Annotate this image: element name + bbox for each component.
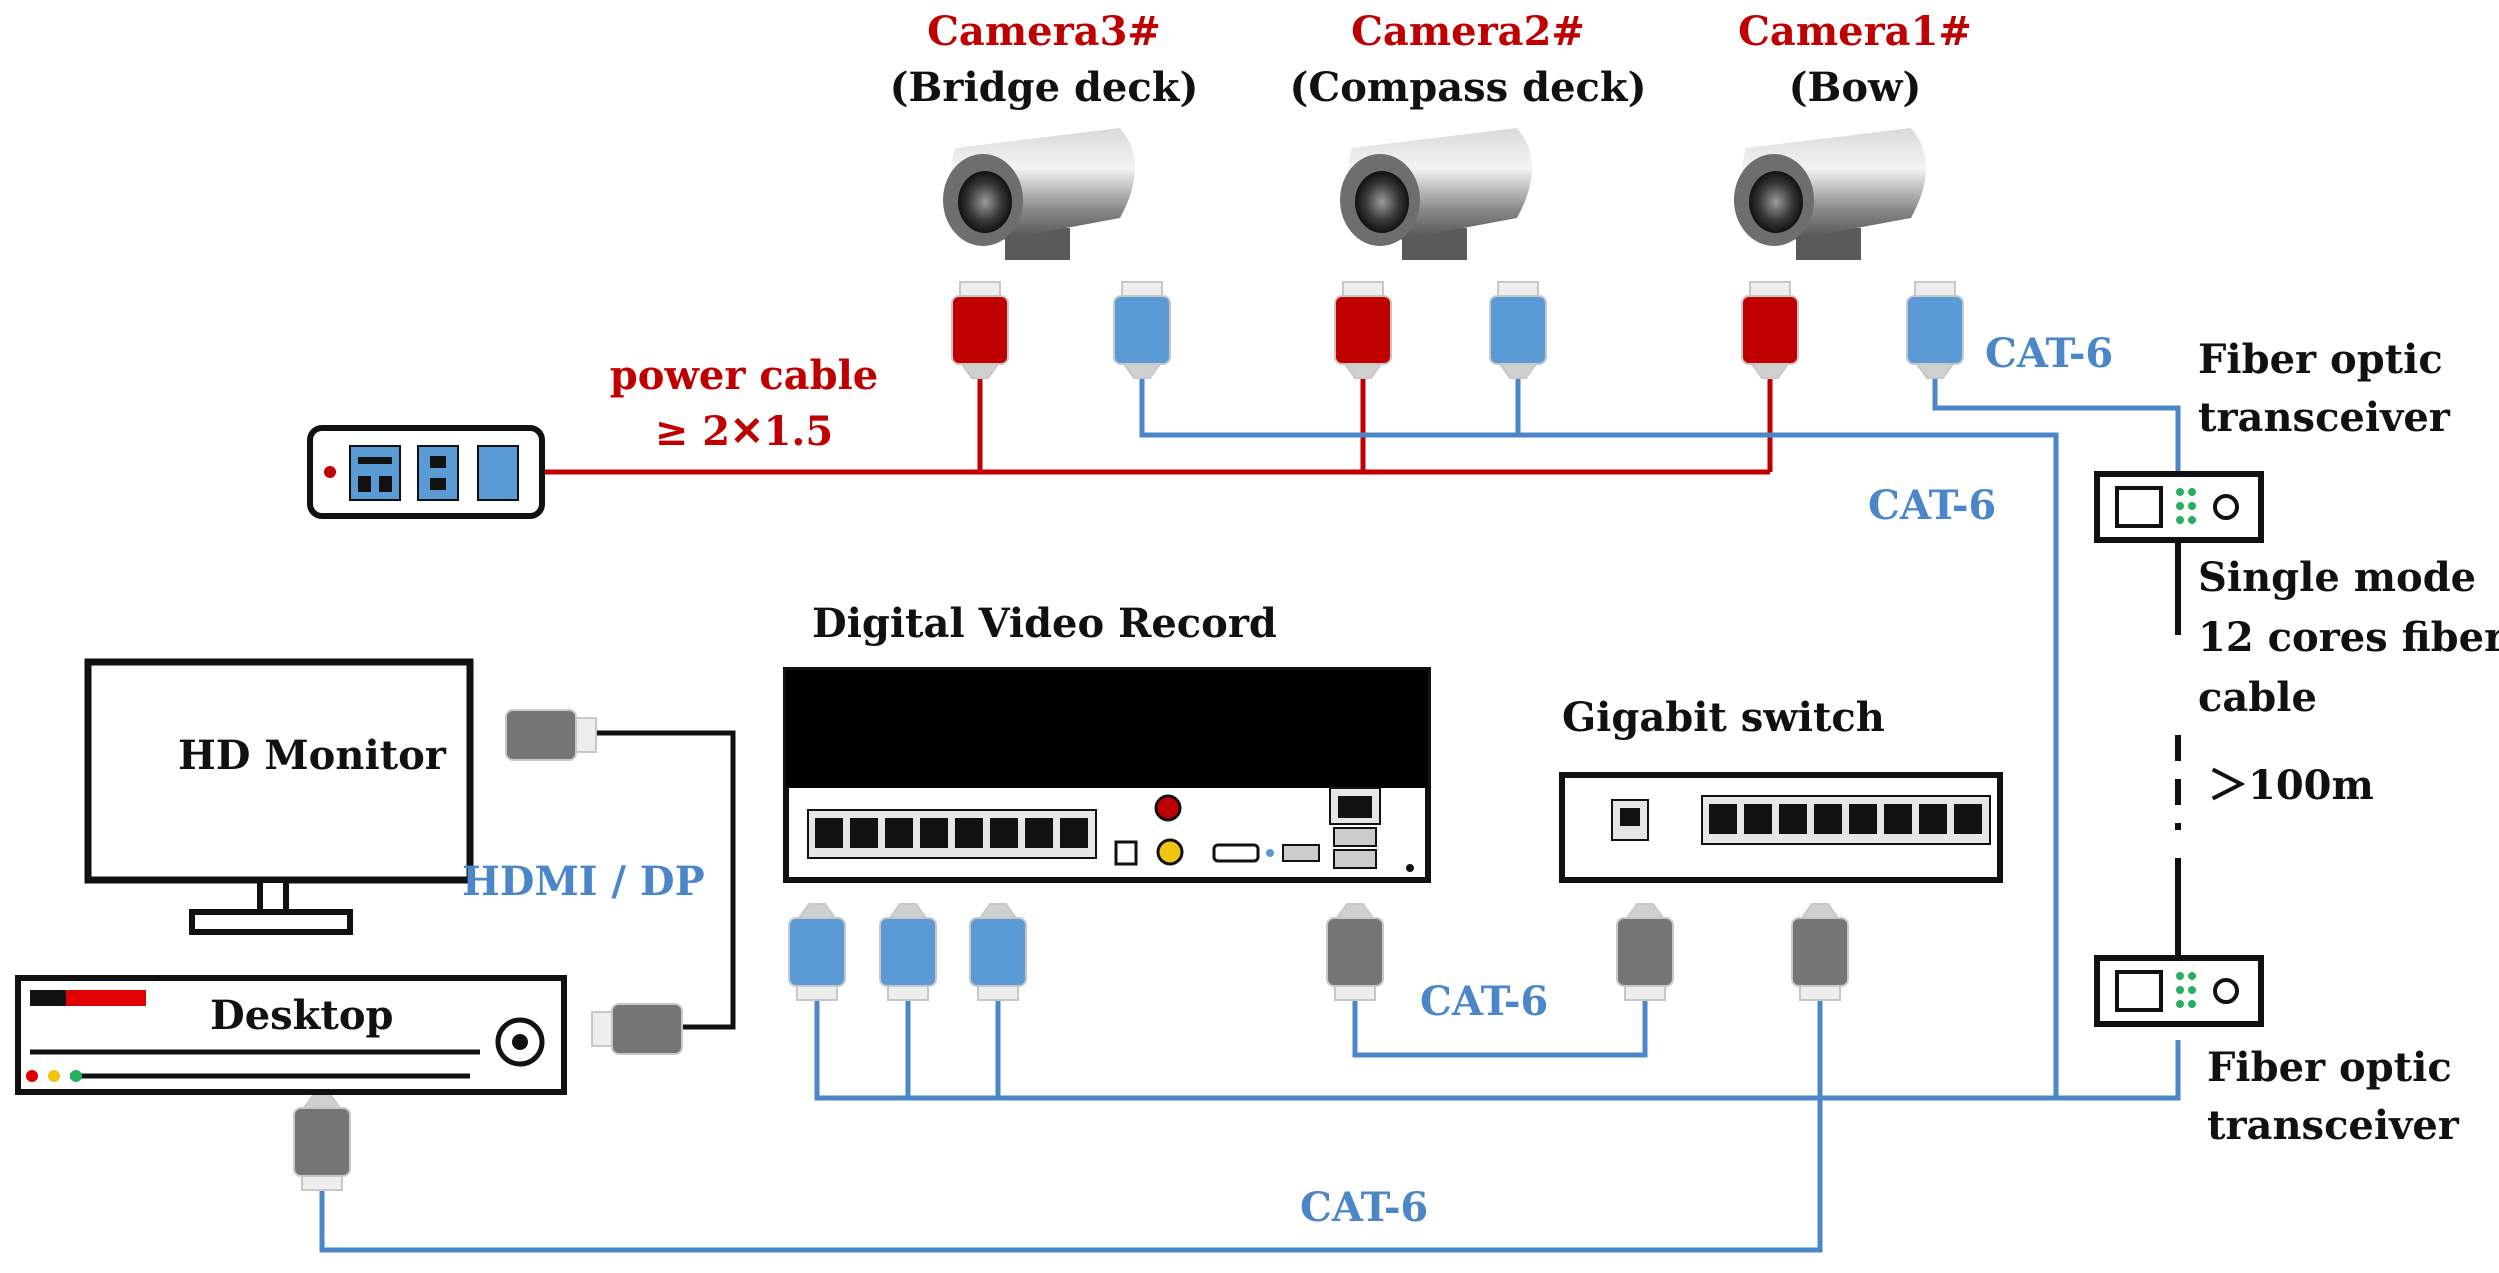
camera1-name: Camera1# — [1738, 8, 1972, 55]
dvr-label: Digital Video Record — [812, 600, 1277, 647]
transceiver-bottom-line2: transceiver — [2207, 1102, 2459, 1149]
connector-gray — [293, 1093, 351, 1191]
camera3-name: Camera3# — [927, 8, 1161, 55]
connector-blue — [788, 903, 846, 1001]
connector-blue — [1489, 281, 1547, 379]
connector-gray — [1791, 903, 1849, 1001]
fiber-label-line2: 12 cores fiber — [2198, 614, 2499, 661]
camera2-location: (Compass deck) — [1289, 64, 1647, 111]
connector-gray — [591, 1003, 683, 1055]
camera-connectors — [951, 281, 1964, 379]
cat6-label-right: CAT-6 — [1868, 482, 1997, 529]
fiber-transceiver-top — [2094, 471, 2264, 543]
connector-blue — [879, 903, 937, 1001]
hd-monitor — [84, 658, 474, 935]
data-cables — [319, 376, 2181, 1253]
fiber-transceiver-bottom — [2094, 955, 2264, 1027]
connector-red — [1741, 281, 1799, 379]
gigabit-switch — [1559, 772, 2003, 883]
transceiver-bottom-line1: Fiber optic — [2207, 1044, 2452, 1091]
cat6-label-bottom: CAT-6 — [1300, 1184, 1429, 1231]
desktop-pc — [15, 975, 567, 1095]
power-cable-spec: ≥ 2✕1.5 — [654, 408, 834, 455]
camera3-location: (Bridge deck) — [889, 64, 1199, 111]
fiber-distance: ＞100m — [2208, 762, 2374, 809]
monitor-label: HD Monitor — [178, 732, 446, 779]
cat6-label-middle: CAT-6 — [1420, 978, 1549, 1025]
digital-video-recorder — [783, 667, 1431, 883]
transceiver-top-line1: Fiber optic — [2198, 336, 2443, 383]
camera2-name: Camera2# — [1351, 8, 1585, 55]
transceiver-top-line2: transceiver — [2198, 394, 2450, 441]
lower-connectors — [293, 709, 1849, 1191]
power-cables — [545, 376, 1773, 475]
fiber-label-line3: cable — [2198, 674, 2317, 721]
connector-blue — [1906, 281, 1964, 379]
hdmi-label: HDMI / DP — [462, 858, 705, 905]
connector-gray — [505, 709, 597, 761]
cat6-label-top: CAT-6 — [1985, 330, 2114, 377]
connector-red — [951, 281, 1009, 379]
power-strip — [307, 425, 545, 519]
connector-gray — [1616, 903, 1674, 1001]
connector-red — [1334, 281, 1392, 379]
camera-2 — [1340, 128, 1532, 260]
desktop-label: Desktop — [210, 992, 394, 1039]
power-cable-label: power cable — [609, 352, 879, 399]
connector-blue — [1113, 281, 1171, 379]
camera-3 — [943, 128, 1135, 260]
connector-blue — [969, 903, 1027, 1001]
camera1-location: (Bow) — [1788, 64, 1922, 111]
switch-label: Gigabit switch — [1562, 694, 1885, 741]
fiber-label-line1: Single mode — [2198, 554, 2477, 601]
connector-gray — [1326, 903, 1384, 1001]
hdmi-cable — [594, 730, 736, 1030]
camera-1 — [1734, 128, 1926, 260]
